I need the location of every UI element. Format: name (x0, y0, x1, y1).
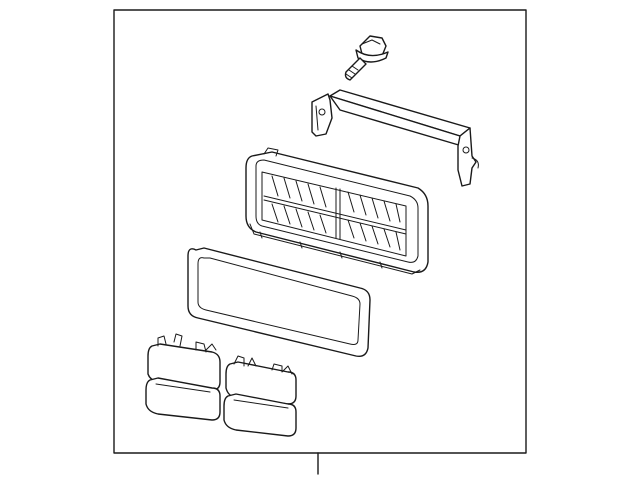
bracket-icon (311, 89, 479, 187)
gasket-icon (187, 247, 371, 358)
bolt-icon (344, 35, 389, 81)
housing-icon (245, 147, 429, 275)
diagram-frame (113, 9, 527, 454)
socket-icon (145, 333, 221, 421)
socket-icon (223, 355, 297, 437)
